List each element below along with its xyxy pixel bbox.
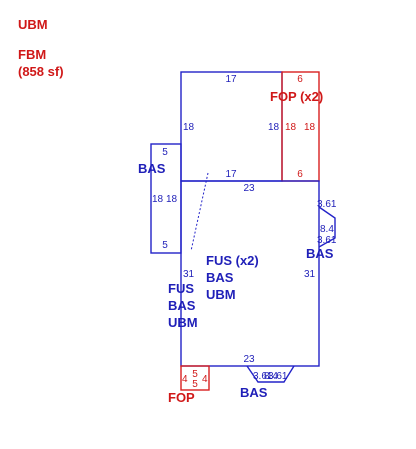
area-label-fop-bottom: FOP bbox=[168, 390, 195, 405]
bay-bottom-outline bbox=[246, 365, 295, 383]
area-label-bas-bottom: BAS bbox=[240, 385, 268, 400]
dim-main-left: 31 bbox=[183, 269, 195, 280]
area-label-bas-right: BAS bbox=[306, 246, 334, 261]
dim-fop-top: 6 bbox=[297, 74, 303, 85]
dim-upper-right: 18 bbox=[268, 122, 280, 133]
dim-upper-bottom: 17 bbox=[225, 169, 237, 180]
area-label-fus-main-2: BAS bbox=[206, 270, 234, 285]
dim-main-right: 31 bbox=[304, 269, 316, 280]
area-label-fus-main-1: FUS (x2) bbox=[206, 253, 259, 268]
dim-main-bottom: 23 bbox=[243, 354, 255, 365]
dim-fop-bottom: 6 bbox=[297, 169, 303, 180]
dim-upper-left: 18 bbox=[183, 122, 195, 133]
fop-bottom-outline bbox=[180, 365, 210, 391]
dim-fop-small-top: 5 bbox=[192, 369, 198, 380]
legend-fbm: FBM bbox=[18, 47, 46, 62]
area-label-bas-left: BAS bbox=[138, 161, 166, 176]
dim-main-top: 23 bbox=[243, 183, 255, 194]
dim-bas-left-side-a: 18 bbox=[152, 194, 164, 205]
dim-bas-left-side-b: 18 bbox=[166, 194, 178, 205]
legend-fbm-area: (858 sf) bbox=[18, 64, 64, 79]
dim-fop-right: 18 bbox=[304, 122, 316, 133]
area-label-fus-side-3: UBM bbox=[168, 315, 198, 330]
dim-upper-top: 17 bbox=[225, 74, 237, 85]
dim-fop-small-right: 4 bbox=[202, 374, 208, 385]
upper-section-outline bbox=[180, 71, 283, 182]
dim-fop-small-bottom: 5 bbox=[192, 379, 198, 390]
area-label-fus-side-2: BAS bbox=[168, 298, 196, 313]
dim-bas-left-bottom: 5 bbox=[162, 240, 168, 251]
main-section-outline bbox=[180, 180, 320, 367]
legend-ubm: UBM bbox=[18, 17, 48, 32]
dotted-reference-line bbox=[190, 172, 209, 252]
dim-bay-bottom-right: 3.61 bbox=[268, 371, 288, 382]
dim-bay-bottom-mid: 8.4 bbox=[264, 371, 278, 382]
area-label-fus-main-3: UBM bbox=[206, 287, 236, 302]
dim-bay-right-top: 3.61 bbox=[317, 199, 337, 210]
area-label-fop-upper: FOP (x2) bbox=[270, 89, 323, 104]
bay-right-outline bbox=[318, 206, 336, 248]
area-label-fus-side-1: FUS bbox=[168, 281, 194, 296]
dim-bay-right-mid: 8.4 bbox=[320, 224, 334, 235]
dim-bay-bottom-left: 3.61 bbox=[253, 371, 273, 382]
dim-fop-small-left: 4 bbox=[182, 374, 188, 385]
dim-fop-left: 18 bbox=[285, 122, 297, 133]
dim-bas-left-top: 5 bbox=[162, 147, 168, 158]
dim-bay-right-bottom: 3.61 bbox=[317, 235, 337, 246]
